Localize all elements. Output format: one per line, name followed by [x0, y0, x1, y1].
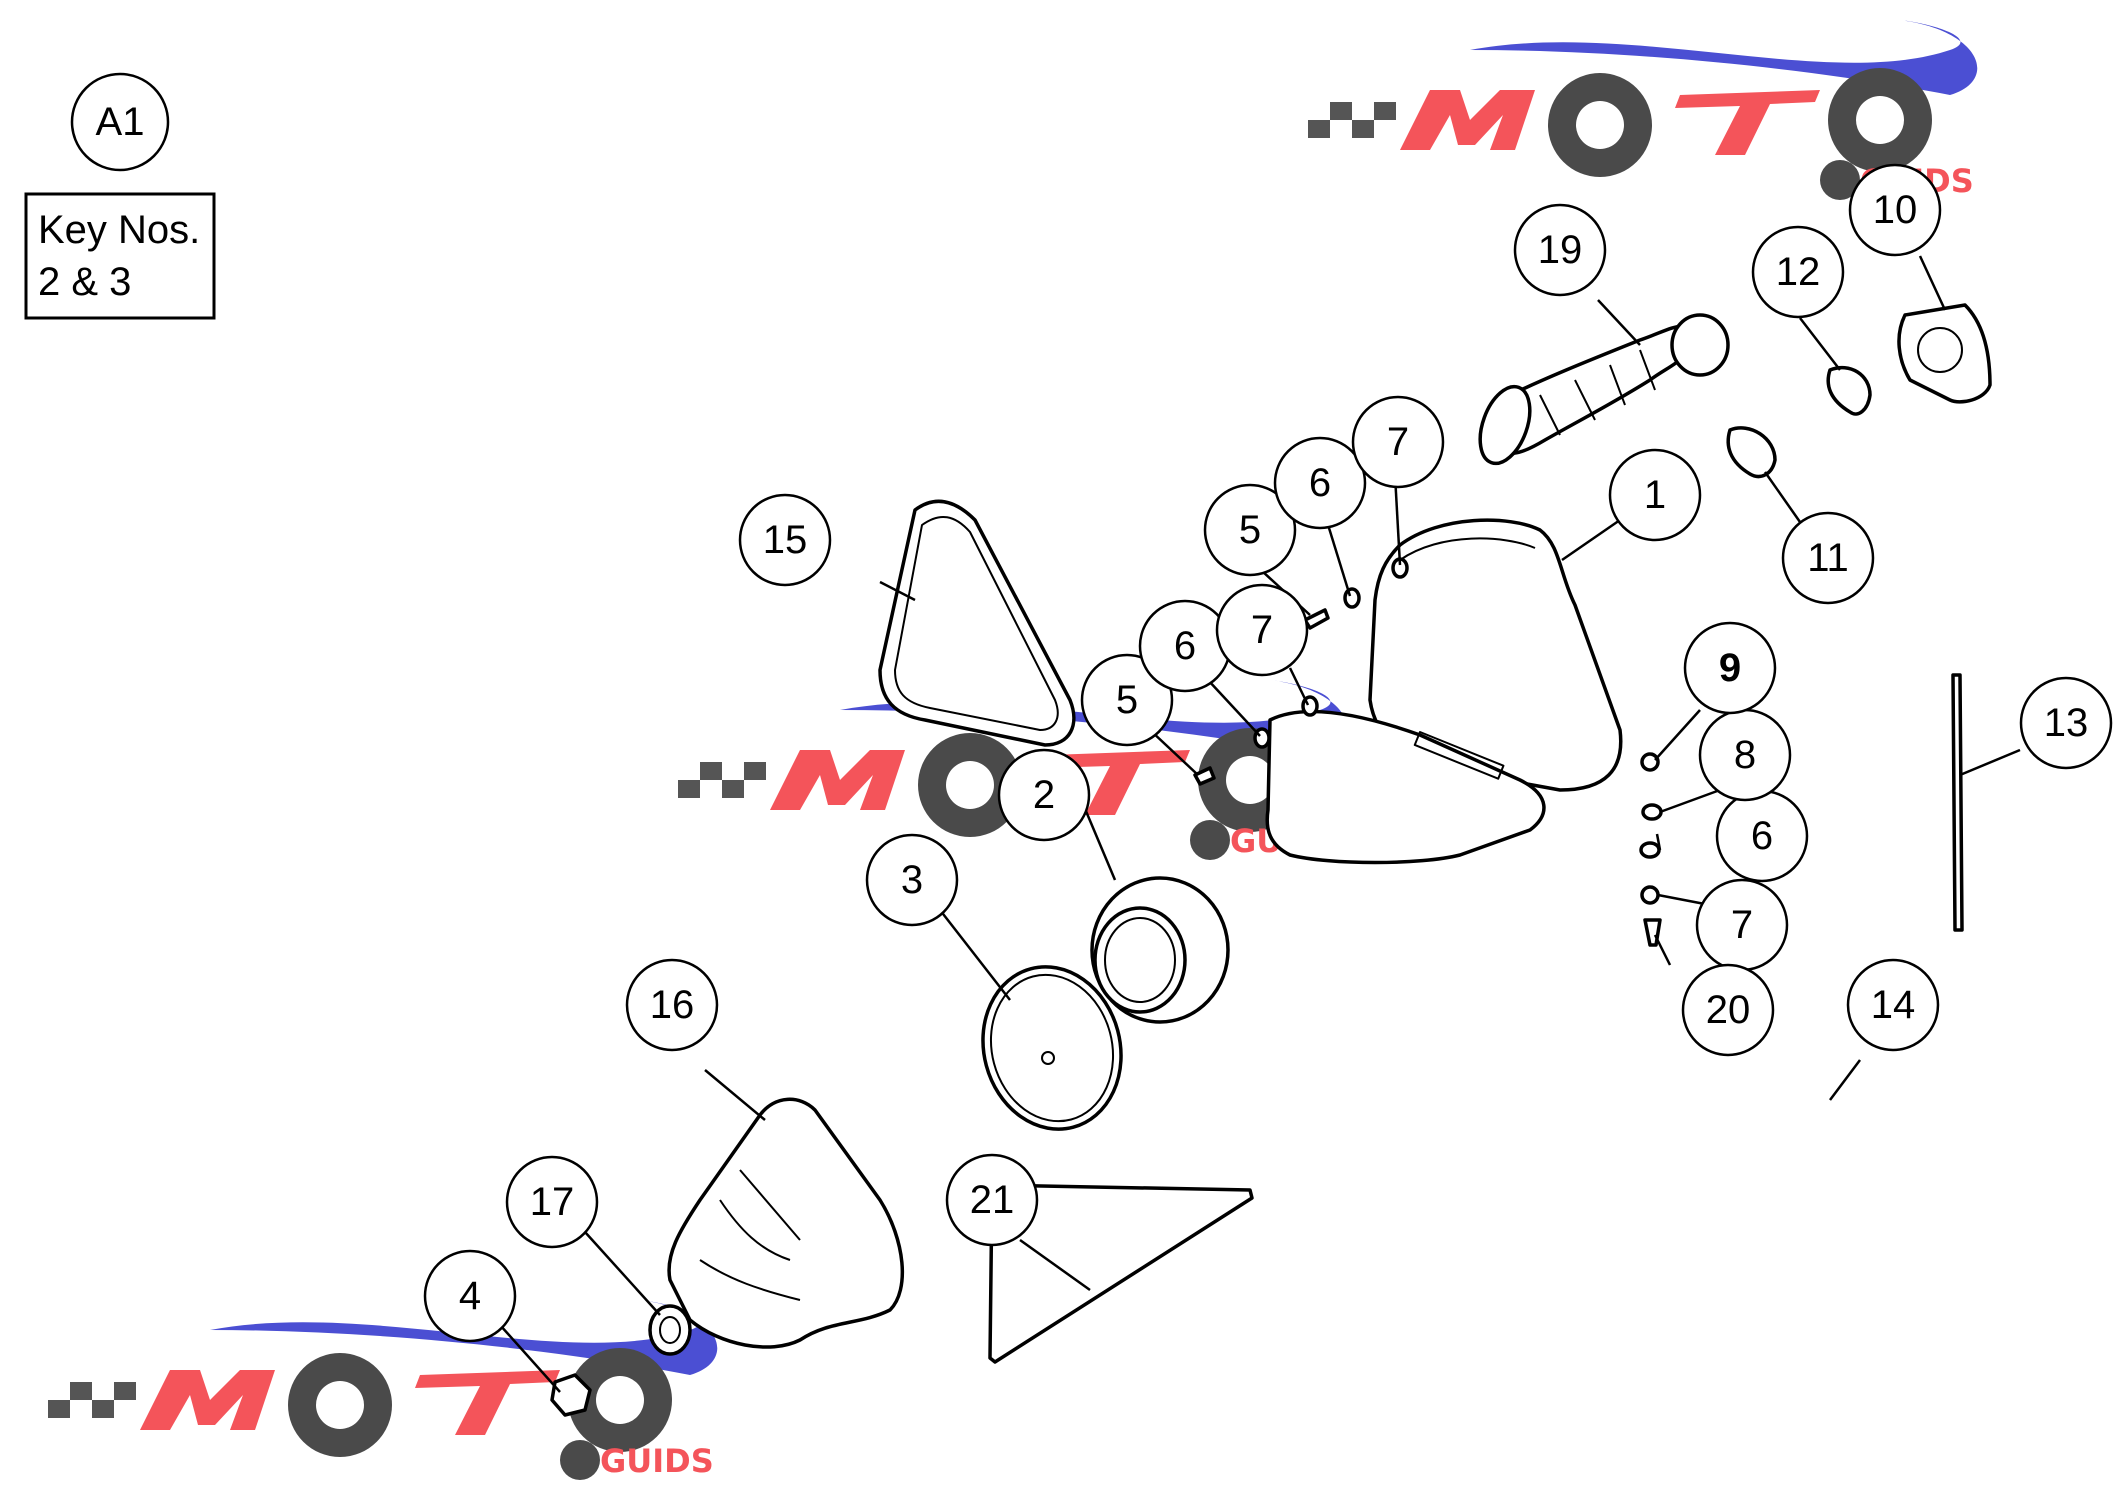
svg-text:17: 17	[530, 1180, 575, 1224]
part-clamp-11	[1726, 426, 1777, 479]
svg-text:6: 6	[1174, 624, 1196, 668]
svg-text:9: 9	[1719, 646, 1741, 690]
svg-text:7: 7	[1731, 903, 1753, 947]
svg-text:3: 3	[901, 858, 923, 902]
svg-text:5: 5	[1239, 508, 1261, 552]
svg-text:4: 4	[459, 1274, 481, 1318]
callout-8: 8	[1698, 708, 1792, 802]
callout-6b: 6	[1138, 599, 1232, 693]
callout-5b: 5	[1080, 653, 1174, 747]
part-hardware-6a	[1343, 587, 1361, 609]
svg-text:19: 19	[1538, 228, 1583, 272]
callout-16: 16	[625, 958, 719, 1052]
callout-14: 14	[1846, 958, 1940, 1052]
part-hardware-8	[1641, 803, 1663, 821]
part-tie-13	[1951, 673, 1964, 932]
part-gasket-15	[878, 499, 1076, 747]
callout-2: 2	[997, 748, 1091, 842]
part-filter-cap-3	[981, 965, 1123, 1131]
part-bolt-5a	[1303, 608, 1330, 630]
svg-text:15: 15	[763, 518, 808, 562]
svg-text:6: 6	[1309, 461, 1331, 505]
callout-13: 13	[2019, 676, 2113, 770]
callout-7b: 7	[1215, 583, 1309, 677]
watermark-logo-top: GUIDS	[1308, 20, 1978, 200]
part-airbox-housing-1	[1368, 518, 1623, 792]
svg-text:8: 8	[1734, 733, 1756, 777]
key-box-line2: 2 & 3	[38, 260, 131, 304]
svg-text:7: 7	[1251, 608, 1273, 652]
assembly-label: A1	[96, 100, 145, 144]
svg-text:11: 11	[1807, 536, 1849, 580]
part-bolt-5b	[1193, 766, 1216, 786]
svg-text:12: 12	[1776, 250, 1821, 294]
svg-text:21: 21	[970, 1178, 1015, 1222]
key-box-line1: Key Nos.	[38, 208, 200, 252]
part-hardware-9	[1640, 752, 1660, 772]
callout-19: 19	[1513, 203, 1607, 297]
part-hardware-7c	[1640, 885, 1660, 905]
svg-text:2: 2	[1033, 773, 1055, 817]
callout-6a: 6	[1273, 436, 1367, 530]
callout-11: 11	[1781, 511, 1875, 605]
callout-7a: 7	[1351, 395, 1445, 489]
callout-6c: 6	[1715, 789, 1809, 883]
callout-10: 10	[1848, 163, 1942, 257]
svg-text:16: 16	[650, 983, 695, 1027]
part-clamp-12	[1826, 365, 1872, 416]
svg-text:20: 20	[1706, 988, 1751, 1032]
callout-7c: 7	[1695, 878, 1789, 972]
callout-9: 9	[1683, 621, 1777, 715]
watermark-text-bottom: GUIDS	[600, 1442, 714, 1480]
svg-text:10: 10	[1873, 188, 1918, 232]
watermark-logo-bottom: GUIDS	[48, 1300, 718, 1480]
svg-text:14: 14	[1871, 983, 1916, 1027]
callout-3: 3	[865, 833, 959, 927]
part-bracket-10	[1897, 303, 1992, 404]
part-hardware-6c	[1639, 841, 1661, 859]
part-washer-17	[648, 1304, 692, 1356]
svg-text:13: 13	[2044, 701, 2089, 745]
callout-12: 12	[1751, 225, 1845, 319]
callout-20: 20	[1681, 963, 1775, 1057]
callout-1: 1	[1608, 448, 1702, 542]
callout-21: 21	[945, 1153, 1039, 1247]
assembly-label-circle: A1	[70, 72, 170, 172]
part-airbox-cover	[1265, 709, 1546, 865]
svg-text:1: 1	[1644, 473, 1666, 517]
callout-5a: 5	[1203, 483, 1297, 577]
part-strap-21	[988, 1183, 1254, 1364]
svg-text:6: 6	[1751, 814, 1773, 858]
callout-4: 4	[423, 1249, 517, 1343]
svg-text:7: 7	[1387, 420, 1409, 464]
part-nut-4	[550, 1373, 592, 1417]
key-box	[24, 192, 216, 320]
callout-15: 15	[738, 493, 832, 587]
callout-17: 17	[505, 1155, 599, 1249]
svg-text:5: 5	[1116, 678, 1138, 722]
